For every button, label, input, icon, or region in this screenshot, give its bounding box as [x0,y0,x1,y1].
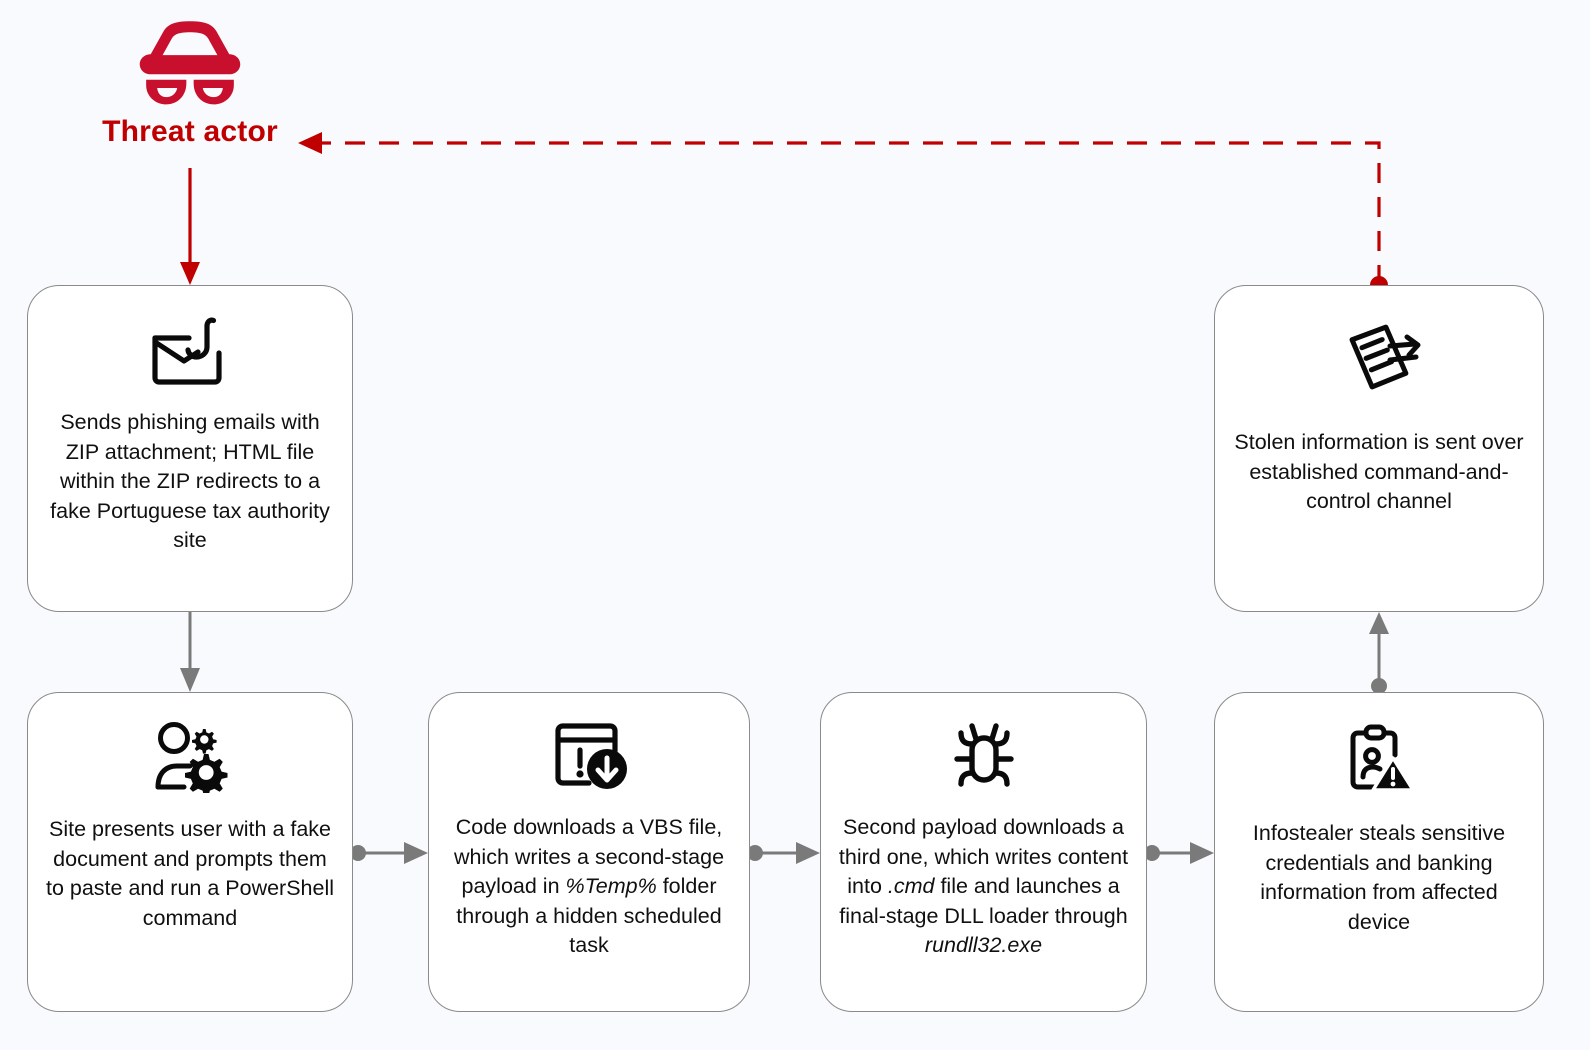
card-fakedoc-text: Site presents user with a fake document … [45,817,335,930]
user-settings-icon [155,722,228,793]
incognito-spy-icon [139,21,241,105]
card-infosteal[interactable]: Infostealer steals sensitive credentials… [1214,692,1544,1012]
card-payload2-text: Second payload downloads a third one, wh… [838,815,1129,958]
connector-vbs-to-payload2 [747,842,820,864]
connector-infosteal-to-c2 [1369,612,1389,694]
card-c2[interactable]: Stolen information is sent over establis… [1214,285,1544,612]
bug-icon [953,723,1014,787]
threat-actor-node: Threat actor [95,14,285,147]
connector-fakedoc-to-vbs [350,842,428,864]
threat-actor-label: Threat actor [102,115,278,148]
window-alert-download-icon [555,723,627,789]
connector-phishing-to-fakedoc [180,612,200,692]
card-vbs-text: Code downloads a VBS file, which writes … [453,815,725,958]
clipboard-person-warning-icon [1350,724,1415,792]
connector-c2-to-actor [298,132,1388,294]
card-phishing[interactable]: Sends phishing emails with ZIP attachmen… [27,285,353,612]
documents-exfiltration-icon [1349,324,1421,390]
connector-actor-to-phishing [180,168,200,285]
card-infosteal-text: Infostealer steals sensitive credentials… [1252,821,1506,934]
card-payload2[interactable]: Second payload downloads a third one, wh… [820,692,1147,1012]
email-fishhook-icon [152,317,222,385]
card-c2-text: Stolen information is sent over establis… [1234,430,1524,514]
card-fakedoc[interactable]: Site presents user with a fake document … [27,692,353,1012]
card-vbs[interactable]: Code downloads a VBS file, which writes … [428,692,750,1012]
card-phishing-text: Sends phishing emails with ZIP attachmen… [50,410,330,553]
connector-payload2-to-infosteal [1144,842,1214,864]
